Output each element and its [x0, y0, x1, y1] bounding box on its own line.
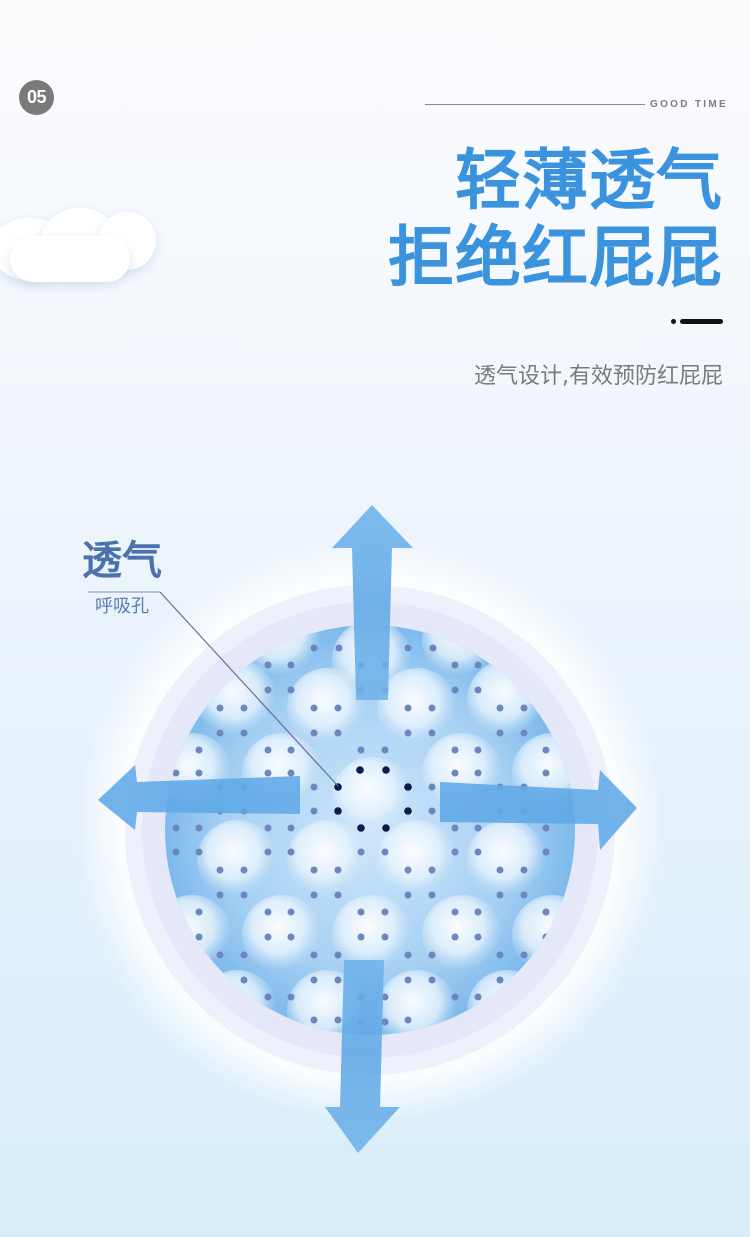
decorative-dash: [680, 319, 723, 324]
breathable-diagram: [75, 505, 665, 1153]
headline-line-1: 轻薄透气: [455, 142, 723, 219]
airflow-arrows: [98, 505, 637, 1153]
header-tagline: GOOD TIME: [650, 99, 728, 110]
breathing-hole-label: 呼吸孔: [95, 596, 149, 617]
headline-line-2: 拒绝红屁屁: [388, 219, 723, 296]
cloud-decoration: [0, 190, 170, 290]
subtitle: 透气设计,有效预防红屁屁: [474, 364, 723, 389]
arrow-left-icon: [98, 765, 300, 830]
highlighted-pores: [334, 766, 412, 832]
section-number: 05: [26, 87, 47, 107]
decorative-dot: [671, 319, 676, 324]
arrow-right-icon: [440, 770, 637, 850]
leader-line: [159, 591, 339, 787]
header-divider-line: [425, 104, 645, 105]
arrow-up-icon: [332, 505, 413, 700]
arrow-down-icon: [325, 960, 400, 1153]
breathable-label: 透气: [82, 538, 162, 584]
section-number-badge: 05: [19, 80, 54, 115]
